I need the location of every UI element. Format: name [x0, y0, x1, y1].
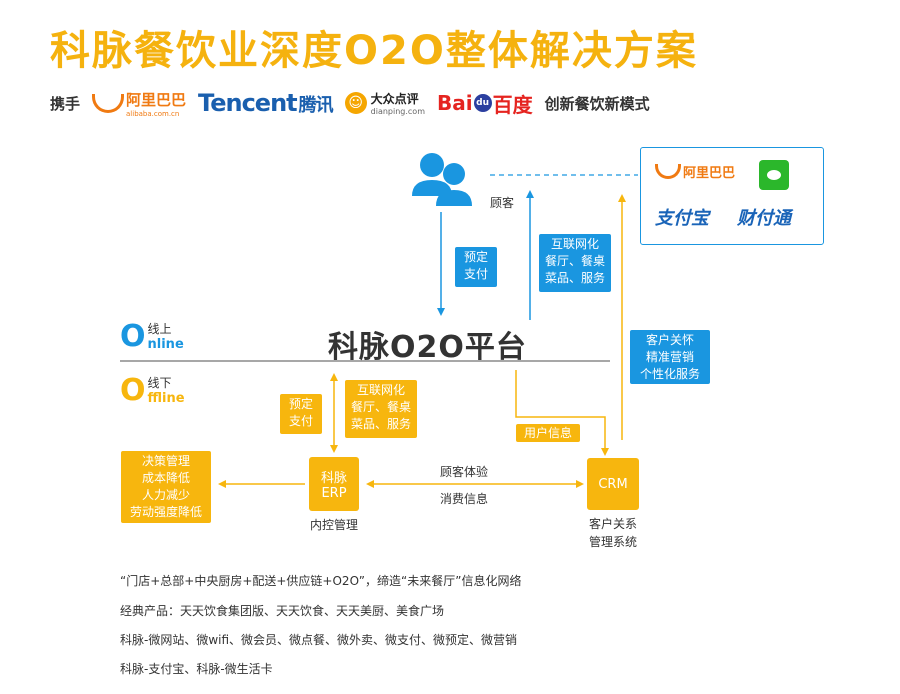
book-pay-offline-box: 预定 支付: [280, 394, 322, 434]
online-marker: O 线上 nline: [120, 319, 184, 354]
partner-suffix: 创新餐饮新模式: [544, 94, 650, 113]
exchange-bottom-label: 消费信息: [440, 492, 489, 506]
note-line: “门店+总部+中央厨房+配送+供应链+O2O”，缔造“未来餐厅”信息化网络: [120, 574, 522, 588]
note-line: 科脉-支付宝、科脉-微生活卡: [120, 662, 273, 676]
offline-marker: O 线下 ffline: [120, 373, 185, 408]
alibaba-logo: 阿里巴巴 alibaba.com.cn: [92, 89, 186, 118]
exchange-top-label: 顾客体验: [440, 465, 489, 479]
tencent-cn: 腾讯: [298, 95, 334, 116]
decision-line: 决策管理: [141, 454, 190, 468]
customers-icon: [412, 153, 472, 206]
online-en: nline: [147, 337, 184, 352]
internet-offline-box: 互联网化 餐厅、餐桌 菜品、服务: [345, 380, 417, 438]
internet-online-box: 互联网化 餐厅、餐桌 菜品、服务: [539, 234, 611, 292]
alibaba-domain: alibaba.com.cn: [126, 109, 180, 118]
payment-alibaba-logo: 阿里巴巴: [655, 162, 735, 181]
erp-label: 内控管理: [309, 518, 358, 532]
erp-node-line: ERP: [321, 486, 347, 501]
wechat-icon: [759, 160, 789, 190]
crm-node: CRM: [587, 458, 639, 510]
note-line: 经典产品：天天饮食集团版、天天饮食、天天美厨、美食广场: [120, 604, 445, 618]
online-cn: 线上: [147, 322, 172, 336]
alibaba-smile-icon: [655, 164, 681, 179]
internet-offline-line: 菜品、服务: [350, 417, 411, 431]
customer-care-line: 精准营销: [645, 350, 694, 364]
zhifubao-logo: 支付宝: [655, 208, 709, 229]
internet-online-line: 菜品、服务: [544, 271, 605, 285]
decision-line: 劳动强度降低: [129, 505, 202, 519]
alibaba-name: 阿里巴巴: [126, 90, 187, 109]
partner-prefix: 携手: [50, 94, 81, 113]
offline-letter: O: [120, 373, 146, 408]
dianping-domain: dianping.com: [370, 107, 425, 116]
crm-label-line: 客户关系: [588, 517, 637, 531]
customer-care-box: 客户关怀 精准营销 个性化服务: [630, 330, 710, 384]
dianping-cn: 大众点评: [370, 92, 419, 106]
book-pay-online-line: 预定: [463, 250, 488, 264]
decision-box: 决策管理 成本降低 人力减少 劳动强度降低: [121, 451, 211, 523]
decision-line: 人力减少: [141, 488, 190, 502]
book-pay-online-line: 支付: [463, 267, 488, 281]
caifutong-logo: 财付通: [737, 208, 791, 229]
book-pay-offline-line: 预定: [288, 397, 313, 411]
erp-node: 科脉 ERP: [309, 457, 359, 511]
customer-label: 顾客: [490, 196, 515, 210]
user-info-box: 用户信息: [516, 424, 580, 442]
crm-label: 客户关系 管理系统: [580, 515, 646, 551]
internet-offline-line: 餐厅、餐桌: [350, 400, 411, 414]
platform-title: 科脉O2O平台: [328, 330, 527, 365]
baidu-cn: 百度: [492, 92, 533, 117]
dianping-logo: ☺ 大众点评 dianping.com: [344, 90, 425, 116]
internet-offline-line: 互联网化: [356, 383, 405, 397]
book-pay-online-box: 预定 支付: [455, 247, 497, 287]
alibaba-smile-icon: [92, 93, 125, 113]
internet-online-line: 互联网化: [550, 237, 599, 251]
platform-to-crm-arrow: [515, 370, 609, 456]
baidu-bai: Bai: [437, 91, 473, 115]
customer-care-line: 客户关怀: [645, 333, 694, 347]
payment-alibaba-name: 阿里巴巴: [683, 166, 736, 181]
note-line: 科脉-微网站、微wifi、微会员、微点餐、微外卖、微支付、微预定、微营销: [120, 633, 518, 647]
erp-node-line: 科脉: [320, 471, 347, 486]
online-letter: O: [120, 319, 146, 354]
offline-en: ffline: [147, 391, 185, 406]
page-title: 科脉餐饮业深度O2O整体解决方案: [50, 28, 698, 74]
book-pay-offline-line: 支付: [288, 414, 313, 428]
internet-online-line: 餐厅、餐桌: [544, 254, 605, 268]
offline-cn: 线下: [147, 376, 172, 390]
decision-line: 成本降低: [141, 471, 190, 485]
crm-label-line: 管理系统: [588, 535, 637, 549]
payment-partners-box: 阿里巴巴 支付宝 财付通: [640, 147, 824, 245]
tencent-en: Tencent: [198, 89, 298, 117]
dianping-person-icon: ☺: [344, 92, 367, 114]
customer-care-line: 个性化服务: [639, 367, 700, 381]
baidu-paw-icon: du: [473, 94, 492, 112]
